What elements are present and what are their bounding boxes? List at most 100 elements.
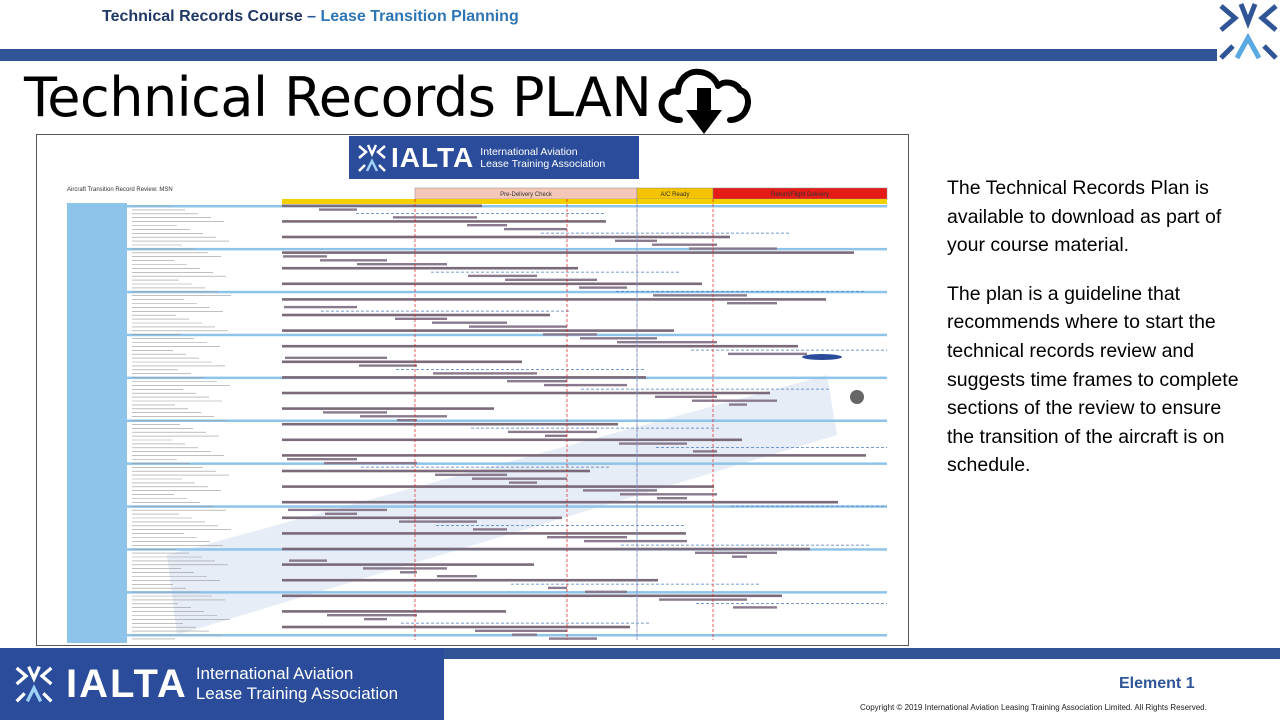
- footer-tagline-line-1: International Aviation: [195, 664, 354, 683]
- footer-ialta-logo: IALTA International Aviation Lease Train…: [0, 648, 444, 720]
- gantt-bar: [327, 614, 417, 617]
- gantt-bar: [504, 227, 567, 231]
- gantt-bar: [282, 376, 646, 379]
- gantt-bar: [543, 333, 597, 336]
- gantt-bar: [545, 434, 567, 437]
- phase-header-label: Return/Flight Delivery: [771, 192, 829, 198]
- plan-logo-tagline: International Aviation Lease Training As…: [480, 146, 605, 170]
- footer-logo-word: IALTA: [66, 661, 188, 706]
- gantt-bar: [549, 637, 597, 640]
- gantt-bar: [282, 344, 798, 348]
- gantt-bar: [282, 251, 854, 254]
- section-divider: [67, 290, 887, 294]
- gantt-bar: [732, 555, 747, 558]
- gantt-bar: [729, 403, 747, 406]
- gantt-bar: [580, 337, 657, 340]
- plan-tagline-line-2: Lease Training Association: [480, 157, 606, 170]
- aircraft-image: [802, 354, 842, 360]
- gantt-bar: [363, 567, 447, 570]
- ialta-mark-icon: [15, 665, 53, 703]
- section-divider: [67, 505, 887, 508]
- gantt-bar: [282, 360, 522, 364]
- plan-subtitle: Aircraft Transition Record Review: MSN: [67, 187, 173, 193]
- gantt-bar: [400, 571, 417, 574]
- gantt-bar: [285, 356, 387, 359]
- gantt-bar: [288, 508, 387, 512]
- gantt-bar: [509, 481, 537, 484]
- gantt-bar: [579, 286, 627, 289]
- gantt-bar: [508, 430, 597, 434]
- gantt-bar: [282, 329, 674, 332]
- gantt-bar: [282, 454, 866, 457]
- description-paragraph-2: The plan is a guideline that recommends …: [947, 282, 1239, 477]
- gantt-bar: [282, 391, 770, 395]
- gantt-bar: [617, 341, 717, 344]
- gantt-bar: [728, 352, 807, 356]
- header-course-title: Technical Records Course – Lease Transit…: [102, 8, 519, 26]
- gantt-bar: [364, 617, 387, 621]
- phase-header-label: A/C Ready: [660, 192, 689, 198]
- gantt-bar: [435, 473, 507, 476]
- gantt-bar: [505, 278, 597, 281]
- gantt-bar: [689, 247, 777, 250]
- ialta-logo-icon: [1217, 0, 1280, 62]
- gantt-bar: [655, 395, 717, 398]
- gantt-bar: [287, 458, 357, 461]
- module-name: Lease Transition Planning: [320, 8, 519, 25]
- gantt-bar: [325, 512, 357, 515]
- gantt-bar: [692, 399, 777, 402]
- section-divider: [67, 419, 887, 422]
- section-divider: [67, 333, 887, 337]
- gantt-bar: [469, 325, 567, 328]
- gantt-bar: [399, 520, 477, 523]
- gantt-bar: [657, 497, 687, 500]
- gantt-bar: [282, 594, 782, 598]
- section-divider: [67, 247, 887, 251]
- gantt-bar: [615, 239, 657, 242]
- timeline-band: [282, 199, 887, 204]
- phase-header-label: Pre-Delivery Check: [500, 192, 553, 198]
- gantt-bar: [653, 294, 747, 297]
- gantt-bar: [695, 551, 777, 554]
- gantt-bar: [432, 321, 507, 324]
- gantt-bar: [282, 204, 482, 208]
- category-column: [67, 203, 127, 643]
- section-divider: [67, 462, 887, 465]
- gantt-bar: [544, 383, 627, 387]
- top-band: [0, 49, 1220, 61]
- gantt-bar: [473, 528, 507, 531]
- gantt-bar: [282, 235, 730, 239]
- ialta-mark-icon: [358, 143, 386, 172]
- gantt-bar: [437, 575, 477, 578]
- gantt-bar: [733, 606, 777, 609]
- gantt-bar: [360, 415, 447, 418]
- gantt-bar: [323, 411, 387, 414]
- footer-tagline-line-2: Lease Training Association: [195, 684, 399, 703]
- gantt-bar: [467, 224, 507, 227]
- gantt-bar: [289, 559, 327, 562]
- gantt-bar: [475, 629, 567, 632]
- gantt-bar: [395, 317, 447, 320]
- gantt-bar: [652, 243, 717, 246]
- section-divider: [67, 634, 887, 637]
- gantt-bar: [727, 302, 777, 305]
- gantt-bar: [282, 532, 686, 535]
- plan-ialta-logo: IALTA International Aviation Lease Train…: [349, 136, 639, 179]
- gantt-bar: [282, 282, 702, 286]
- gantt-bar: [324, 461, 417, 465]
- gantt-bar: [585, 590, 627, 593]
- gantt-bar: [282, 547, 810, 551]
- gantt-bar: [320, 259, 387, 262]
- technical-records-plan-image[interactable]: Pre-Delivery Check A/C Ready Return/Flight…: [36, 134, 909, 646]
- gantt-bar: [282, 485, 714, 488]
- gantt-bar: [359, 364, 417, 367]
- gantt-bar: [282, 266, 578, 270]
- gantt-bar: [282, 298, 826, 301]
- gantt-bar: [472, 477, 567, 480]
- copyright-notice: Copyright © 2019 International Aviation …: [860, 703, 1207, 712]
- gantt-bar: [433, 372, 537, 375]
- gantt-bar: [282, 438, 742, 442]
- cloud-download-icon[interactable]: [656, 64, 752, 136]
- gantt-bar: [282, 516, 562, 520]
- gantt-bar: [619, 442, 687, 445]
